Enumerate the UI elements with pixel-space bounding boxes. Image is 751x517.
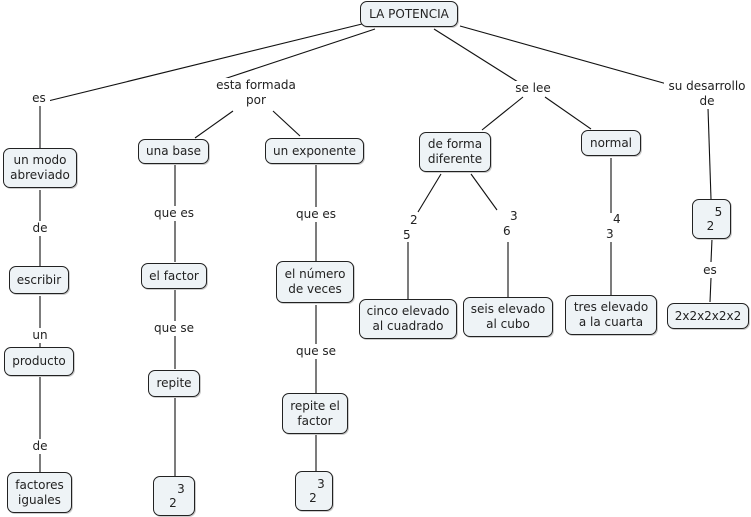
number-exponent-4: 4 <box>613 212 621 226</box>
line-selee-diferente <box>481 96 524 131</box>
node-power-example-exponent[interactable]: 3 2 <box>295 471 333 511</box>
exponent: 5 <box>714 205 723 219</box>
link-label-es: es <box>28 91 50 106</box>
link-label-que-se: que se <box>150 321 198 336</box>
link-label-es-2: es <box>699 263 721 278</box>
line-root-desarrollo <box>459 25 668 85</box>
line-diferente-3 <box>470 173 498 211</box>
node-producto[interactable]: producto <box>4 347 74 376</box>
link-label-un: un <box>29 328 51 343</box>
node-factores-iguales[interactable]: factores iguales <box>7 472 72 513</box>
link-label-de-2: de <box>28 439 52 454</box>
base: 2 <box>169 496 177 510</box>
exponent: 3 <box>317 477 325 491</box>
node-2x2x2x2x2[interactable]: 2x2x2x2x2 <box>667 303 749 329</box>
number-base-6: 6 <box>503 224 511 238</box>
node-un-exponente[interactable]: un exponente <box>265 138 364 164</box>
line-root-es <box>47 23 363 102</box>
link-label-que-es-2: que es <box>292 207 340 222</box>
node-el-factor[interactable]: el factor <box>141 263 207 289</box>
line-desarrollo-pow <box>707 107 712 200</box>
node-cinco-elevado-al-cuadrado[interactable]: cinco elevado al cuadrado <box>359 299 457 339</box>
line-pow-es <box>710 238 713 263</box>
number-exponent-2: 2 <box>410 213 418 227</box>
node-escribir[interactable]: escribir <box>9 266 69 294</box>
number-base-5: 5 <box>403 228 411 242</box>
node-de-forma-diferente[interactable]: de forma diferente <box>419 132 491 172</box>
link-label-se-lee: se lee <box>511 81 555 96</box>
node-repite[interactable]: repite <box>148 370 200 397</box>
line-diferente-2 <box>417 173 442 213</box>
base: 2 <box>706 219 715 233</box>
exponent: 3 <box>177 482 185 496</box>
line-root-selee <box>433 28 519 83</box>
link-label-que-se-2: que se <box>292 344 340 359</box>
base: 2 <box>309 491 317 505</box>
node-normal[interactable]: normal <box>581 130 641 156</box>
node-un-modo-abreviado[interactable]: un modo abreviado <box>3 148 77 188</box>
node-power-example-development[interactable]: 5 2 <box>692 199 731 239</box>
line-selee-normal <box>544 96 592 130</box>
line-root-formada <box>223 28 376 80</box>
node-una-base[interactable]: una base <box>138 139 209 164</box>
line-es-dev <box>709 277 712 303</box>
root-node-la-potencia[interactable]: LA POTENCIA <box>360 1 458 27</box>
node-tres-elevado-a-la-cuarta[interactable]: tres elevado a la cuarta <box>565 295 657 335</box>
number-base-3: 3 <box>606 227 614 241</box>
link-label-esta-formada-por: esta formada por <box>212 78 300 108</box>
link-label-que-es: que es <box>150 206 198 221</box>
node-seis-elevado-al-cubo[interactable]: seis elevado al cubo <box>463 297 553 337</box>
node-repite-el-factor[interactable]: repite el factor <box>282 393 348 434</box>
line-formada-base <box>194 110 234 139</box>
number-exponent-3: 3 <box>510 209 518 223</box>
node-power-example-base[interactable]: 3 2 <box>153 476 195 516</box>
link-label-su-desarrollo-de: su desarrollo de <box>664 79 750 109</box>
node-el-numero-de-veces[interactable]: el número de veces <box>276 261 354 303</box>
link-label-de: de <box>28 221 52 236</box>
line-formada-exponente <box>272 110 301 137</box>
